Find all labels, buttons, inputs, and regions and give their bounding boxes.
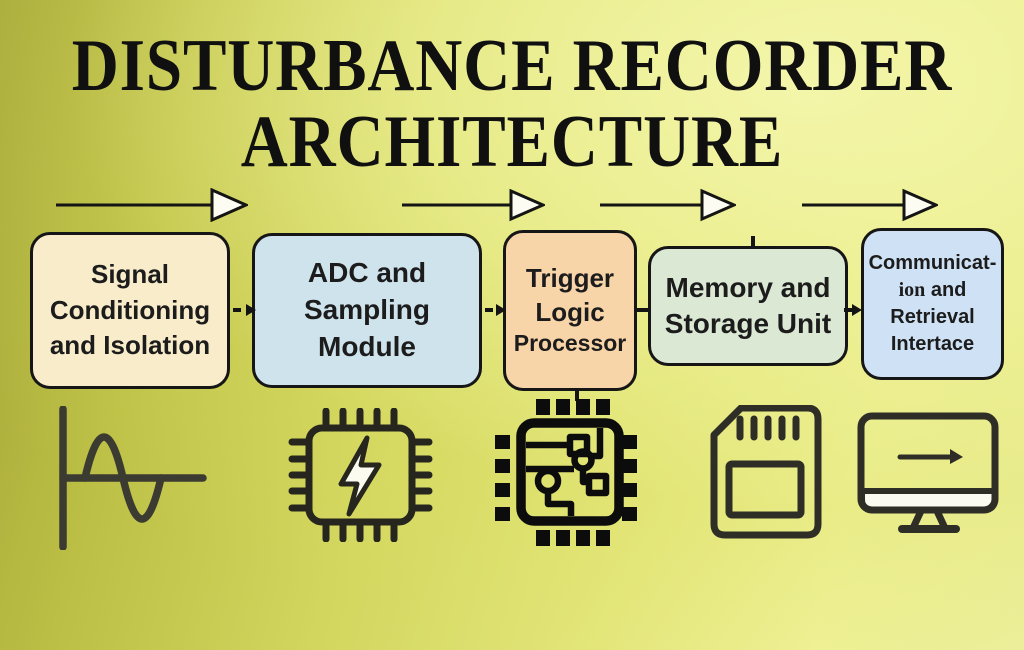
block-communication-retrieval: Communicat- ion and Retrieval Intertace bbox=[861, 228, 1004, 380]
chip-circuit-icon bbox=[495, 399, 637, 546]
chip-lightning-icon bbox=[288, 408, 433, 542]
block-line: ion and bbox=[899, 277, 967, 304]
block-line: Sampling bbox=[303, 294, 430, 326]
block-line: Intertace bbox=[890, 332, 975, 355]
block-line: Communicat- bbox=[868, 252, 997, 275]
block-line: Processor bbox=[513, 330, 627, 357]
block-memory-storage: Memory and Storage Unit bbox=[648, 246, 848, 366]
flow-arrow-2 bbox=[402, 188, 545, 222]
block-line: and Isolation bbox=[49, 330, 211, 361]
sd-card-icon bbox=[710, 405, 822, 539]
flow-arrow-3 bbox=[600, 188, 736, 222]
block-line: ADC and bbox=[307, 257, 427, 289]
flow-arrow-1 bbox=[56, 188, 248, 222]
connector-dash-4 bbox=[844, 308, 853, 312]
block-line-rest: and bbox=[925, 279, 967, 302]
connector-arrowhead-1 bbox=[246, 304, 256, 316]
block-signal-conditioning: Signal Conditioning and Isolation bbox=[30, 232, 230, 389]
block-line: Retrieval bbox=[890, 306, 975, 328]
screen-arrow bbox=[897, 449, 963, 464]
block-line: Memory and bbox=[665, 271, 831, 303]
block-line: Storage Unit bbox=[664, 308, 832, 339]
block-line-accent: ion bbox=[898, 279, 926, 302]
block-line: Conditioning bbox=[49, 294, 211, 325]
connector-line-3 bbox=[636, 308, 650, 312]
monitor-output-icon bbox=[857, 412, 999, 533]
connector-arrowhead-4 bbox=[852, 304, 862, 316]
trigger-to-chip-stem bbox=[575, 389, 579, 401]
block-trigger-logic: Trigger Logic Processor bbox=[503, 230, 637, 391]
block-line: Trigger bbox=[525, 262, 615, 293]
sine-waveform-icon bbox=[59, 406, 207, 550]
connector-arrowhead-2 bbox=[496, 304, 506, 316]
block-line: Module bbox=[318, 330, 416, 362]
chip-pins bbox=[495, 399, 637, 546]
block-line: Signal bbox=[90, 259, 169, 290]
block-line: Logic bbox=[535, 296, 605, 327]
flow-arrow-4 bbox=[802, 188, 938, 222]
block-adc-sampling: ADC and Sampling Module bbox=[252, 233, 482, 388]
connector-dash-1 bbox=[233, 308, 241, 312]
connector-dash-2 bbox=[485, 308, 493, 312]
lightning-bolt-glyph bbox=[338, 435, 382, 517]
page-title-line-2: ARCHITECTURE bbox=[240, 101, 784, 183]
memory-box-top-tick bbox=[751, 236, 755, 247]
page-title-line-1: DISTURBANCE RECORDER bbox=[71, 25, 953, 107]
